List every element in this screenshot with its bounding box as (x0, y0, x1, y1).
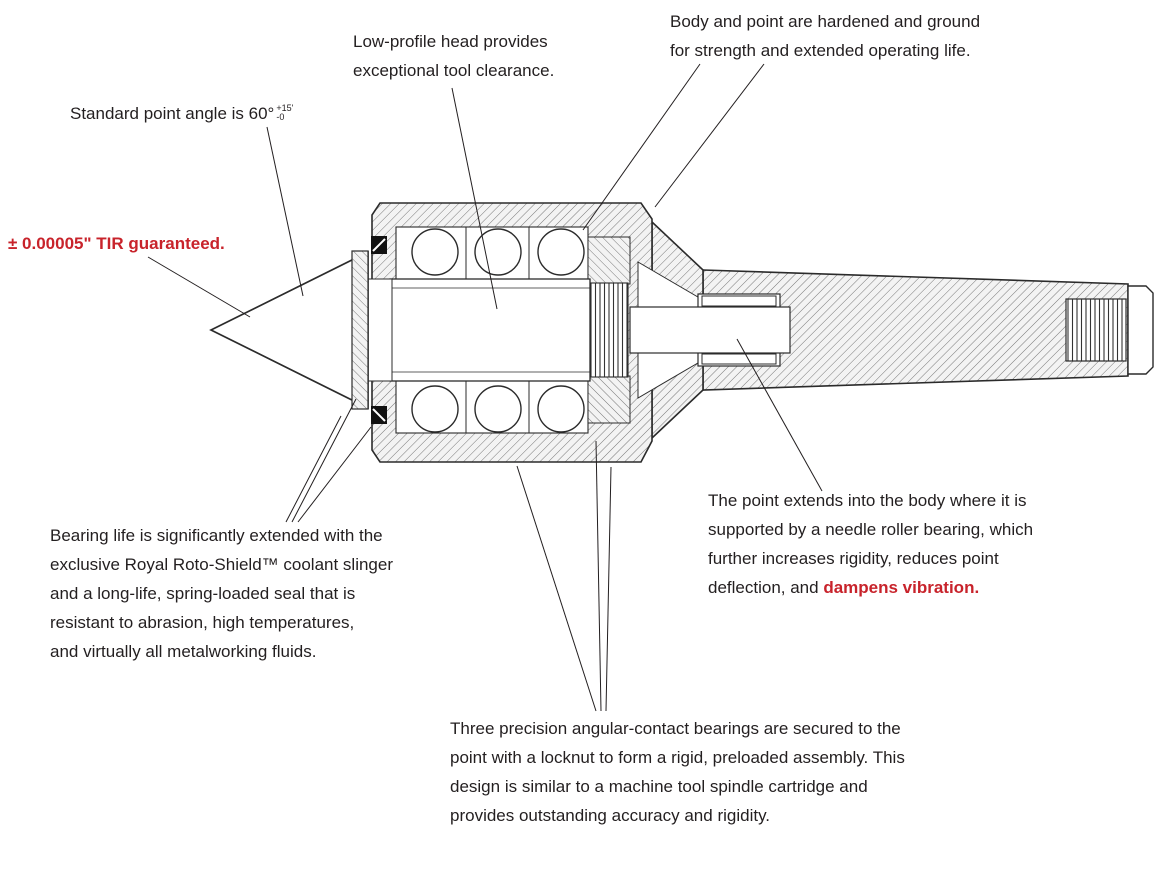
spring-loaded-seal (371, 236, 387, 424)
text-line: ± 0.00005" TIR guaranteed. (8, 234, 225, 253)
text-line: point with a locknut to form a rigid, pr… (450, 748, 905, 767)
text-line: provides outstanding accuracy and rigidi… (450, 806, 771, 825)
angular-contact-bearings (411, 227, 585, 433)
annotation-tir-guarantee: ± 0.00005" TIR guaranteed. (8, 229, 225, 258)
text-line: resistant to abrasion, high temperatures… (50, 613, 355, 632)
text-line: Body and point are hardened and ground (670, 12, 981, 31)
text-line: Three precision angular-contact bearings… (450, 719, 901, 738)
text-line: Bearing life is significantly extended w… (50, 526, 383, 545)
angle-tolerance: +15'-0 (276, 104, 293, 121)
annotation-point-angle: Standard point angle is 60°+15'-0 (70, 99, 293, 128)
text-line: Low-profile head provides (353, 32, 548, 51)
bearing-ball (537, 385, 585, 433)
annotation-three-bearings: Three precision angular-contact bearings… (450, 714, 905, 830)
leader-bearing-life-3 (297, 426, 372, 523)
leader-point-angle (266, 126, 304, 297)
leader-low-profile (451, 87, 498, 310)
text-line: Standard point angle is 60° (70, 104, 275, 123)
text-segment: deflection, and (708, 578, 824, 597)
bearing-ball (537, 228, 585, 276)
cone-point (209, 250, 369, 410)
spindle (389, 278, 591, 382)
leader-point-extends (736, 338, 823, 492)
bearing-ball (411, 228, 459, 276)
text-line: supported by a needle roller bearing, wh… (708, 520, 1034, 539)
bearing-ball (474, 228, 522, 276)
annotation-body-and-point: Body and point are hardened and ground f… (670, 7, 980, 65)
text-line: The point extends into the body where it… (708, 491, 1027, 510)
end-cap (1127, 285, 1154, 375)
bearing-ball (411, 385, 459, 433)
point-tail (629, 306, 791, 354)
text-line: and virtually all metalworking fluids. (50, 642, 317, 661)
annotation-bearing-life: Bearing life is significantly extended w… (50, 521, 393, 666)
tolerance-plus: +15' (276, 103, 294, 113)
morse-taper-shank (702, 269, 1154, 391)
text-segment-red: dampens vibration. (823, 578, 980, 597)
text-line: further increases rigidity, reduces poin… (708, 549, 999, 568)
coolant-slinger (351, 250, 369, 410)
annotation-low-profile-head: Low-profile head provides exceptional to… (353, 27, 554, 85)
locknut-threads (589, 282, 629, 378)
text-line: and a long-life, spring-loaded seal that… (50, 584, 356, 603)
needle-roller-bearing (629, 293, 791, 367)
text-line: exclusive Royal Roto-Shield™ coolant sli… (50, 555, 393, 574)
leader-bearing-life-2 (291, 398, 357, 523)
leader-three-bearings-1 (516, 465, 597, 712)
leader-bearing-life-1 (285, 415, 342, 523)
leader-three-bearings-2 (595, 440, 602, 712)
bearing-ball (474, 385, 522, 433)
leader-body-point-2 (654, 63, 765, 208)
text-line: deflection, and dampens vibration. (708, 573, 1033, 602)
leader-tir (147, 256, 251, 318)
annotation-point-extends: The point extends into the body where it… (708, 486, 1033, 602)
locknut (587, 236, 631, 424)
text-line: exceptional tool clearance. (353, 61, 555, 80)
leader-body-point-1 (582, 63, 701, 231)
tolerance-minus: -0 (276, 111, 285, 122)
threaded-end-bore (1065, 298, 1127, 362)
text-line: design is similar to a machine tool spin… (450, 777, 868, 796)
text-line: for strength and extended operating life… (670, 41, 971, 60)
leader-lines (147, 63, 823, 712)
leader-three-bearings-3 (605, 466, 612, 712)
